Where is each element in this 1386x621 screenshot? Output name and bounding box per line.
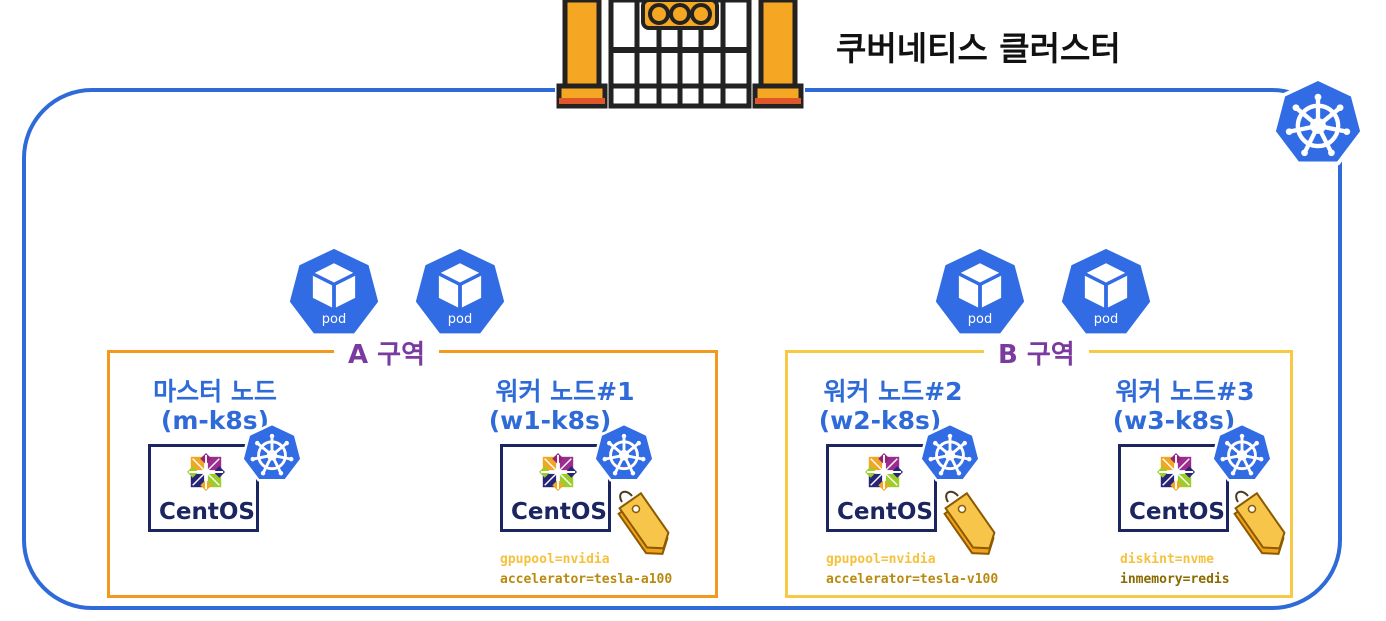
node-hostname: (w2-k8s) <box>818 406 942 435</box>
os-label: CentOS <box>511 499 607 525</box>
pod-label: pod <box>967 312 993 327</box>
centos-logo-icon <box>865 453 903 491</box>
node-hostname: (w1-k8s) <box>488 406 612 435</box>
kubernetes-helm-icon <box>241 422 303 482</box>
node-title: 워커 노드#1 <box>495 377 635 406</box>
cluster-title: 쿠버네티스 클러스터 <box>836 29 1121 68</box>
node-hostname: (m-k8s) <box>160 406 270 435</box>
pod-label: pod <box>321 312 347 327</box>
centos-server-box: CentOS <box>148 444 259 532</box>
centos-server-box: CentOS <box>500 444 611 532</box>
kubernetes-helm-icon <box>593 422 655 482</box>
kubernetes-helm-icon <box>1270 76 1366 172</box>
pod-icon: pod <box>412 246 508 346</box>
os-label: CentOS <box>1129 499 1225 525</box>
zone-a-label: A 구역 <box>334 334 440 371</box>
node-label: inmemory=redis <box>1120 572 1230 587</box>
pod-label: pod <box>1093 312 1119 327</box>
label-tag-icon <box>1226 488 1292 564</box>
gate-icon <box>555 0 805 112</box>
kubernetes-helm-icon <box>919 422 981 482</box>
centos-logo-icon <box>187 453 225 491</box>
os-label: CentOS <box>159 499 255 525</box>
node-label: accelerator=tesla-v100 <box>826 572 999 587</box>
os-label: CentOS <box>837 499 933 525</box>
pod-icon: pod <box>1058 246 1154 346</box>
centos-server-box: CentOS <box>1118 444 1229 532</box>
centos-server-box: CentOS <box>826 444 937 532</box>
node-title: 워커 노드#2 <box>823 377 963 406</box>
pod-label: pod <box>447 312 473 327</box>
centos-logo-icon <box>1157 453 1195 491</box>
pod-icon: pod <box>286 246 382 346</box>
kubernetes-helm-icon <box>1211 422 1273 482</box>
label-tag-icon <box>936 488 1002 564</box>
node-label: gpupool=nvidia <box>500 552 610 567</box>
node-label: accelerator=tesla-a100 <box>500 572 673 587</box>
node-title: 워커 노드#3 <box>1115 377 1255 406</box>
pod-icon: pod <box>932 246 1028 346</box>
label-tag-icon <box>610 488 676 564</box>
centos-logo-icon <box>539 453 577 491</box>
node-label: diskint=nvme <box>1120 552 1214 567</box>
node-title: 마스터 노드 <box>153 377 277 406</box>
zone-b-label: B 구역 <box>984 334 1089 371</box>
node-hostname: (w3-k8s) <box>1112 406 1236 435</box>
node-label: gpupool=nvidia <box>826 552 936 567</box>
